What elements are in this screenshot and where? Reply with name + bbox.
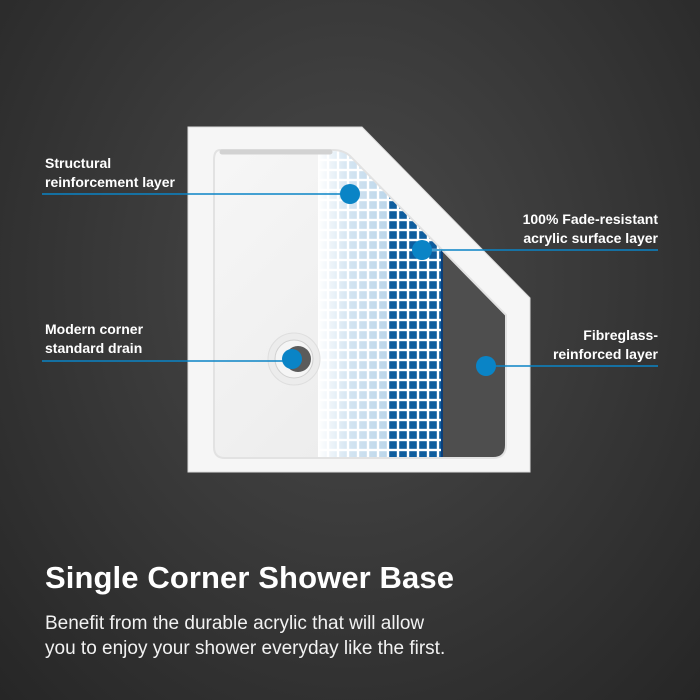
description-line2: you to enjoy your shower everyday like t… (45, 638, 446, 659)
page-title: Single Corner Shower Base (45, 560, 455, 595)
fibreglass-marker-dot (476, 356, 496, 376)
callout-structural-line1: Structural (45, 155, 112, 171)
callout-drain-line2: standard drain (45, 340, 143, 356)
callout-drain-line1: Modern corner (45, 321, 144, 337)
callout-structural-line2: reinforcement layer (45, 174, 175, 190)
callout-acrylic-line1: 100% Fade-resistant (522, 211, 658, 227)
callout-drain: Modern corner standard drain (45, 320, 143, 358)
callout-acrylic-line2: acrylic surface layer (523, 230, 658, 246)
product-description: Benefit from the durable acrylic that wi… (45, 611, 605, 661)
callout-fibreglass-line1: Fibreglass- (583, 327, 658, 343)
callout-acrylic: 100% Fade-resistant acrylic surface laye… (523, 210, 658, 248)
acrylic-marker-dot (412, 240, 432, 260)
drain-marker-dot (282, 349, 302, 369)
structural-marker-dot (340, 184, 360, 204)
callout-fibreglass: Fibreglass- reinforced layer (553, 326, 658, 364)
callout-structural: Structural reinforcement layer (45, 154, 175, 192)
description-line1: Benefit from the durable acrylic that wi… (45, 613, 425, 634)
callout-fibreglass-line2: reinforced layer (552, 346, 658, 362)
